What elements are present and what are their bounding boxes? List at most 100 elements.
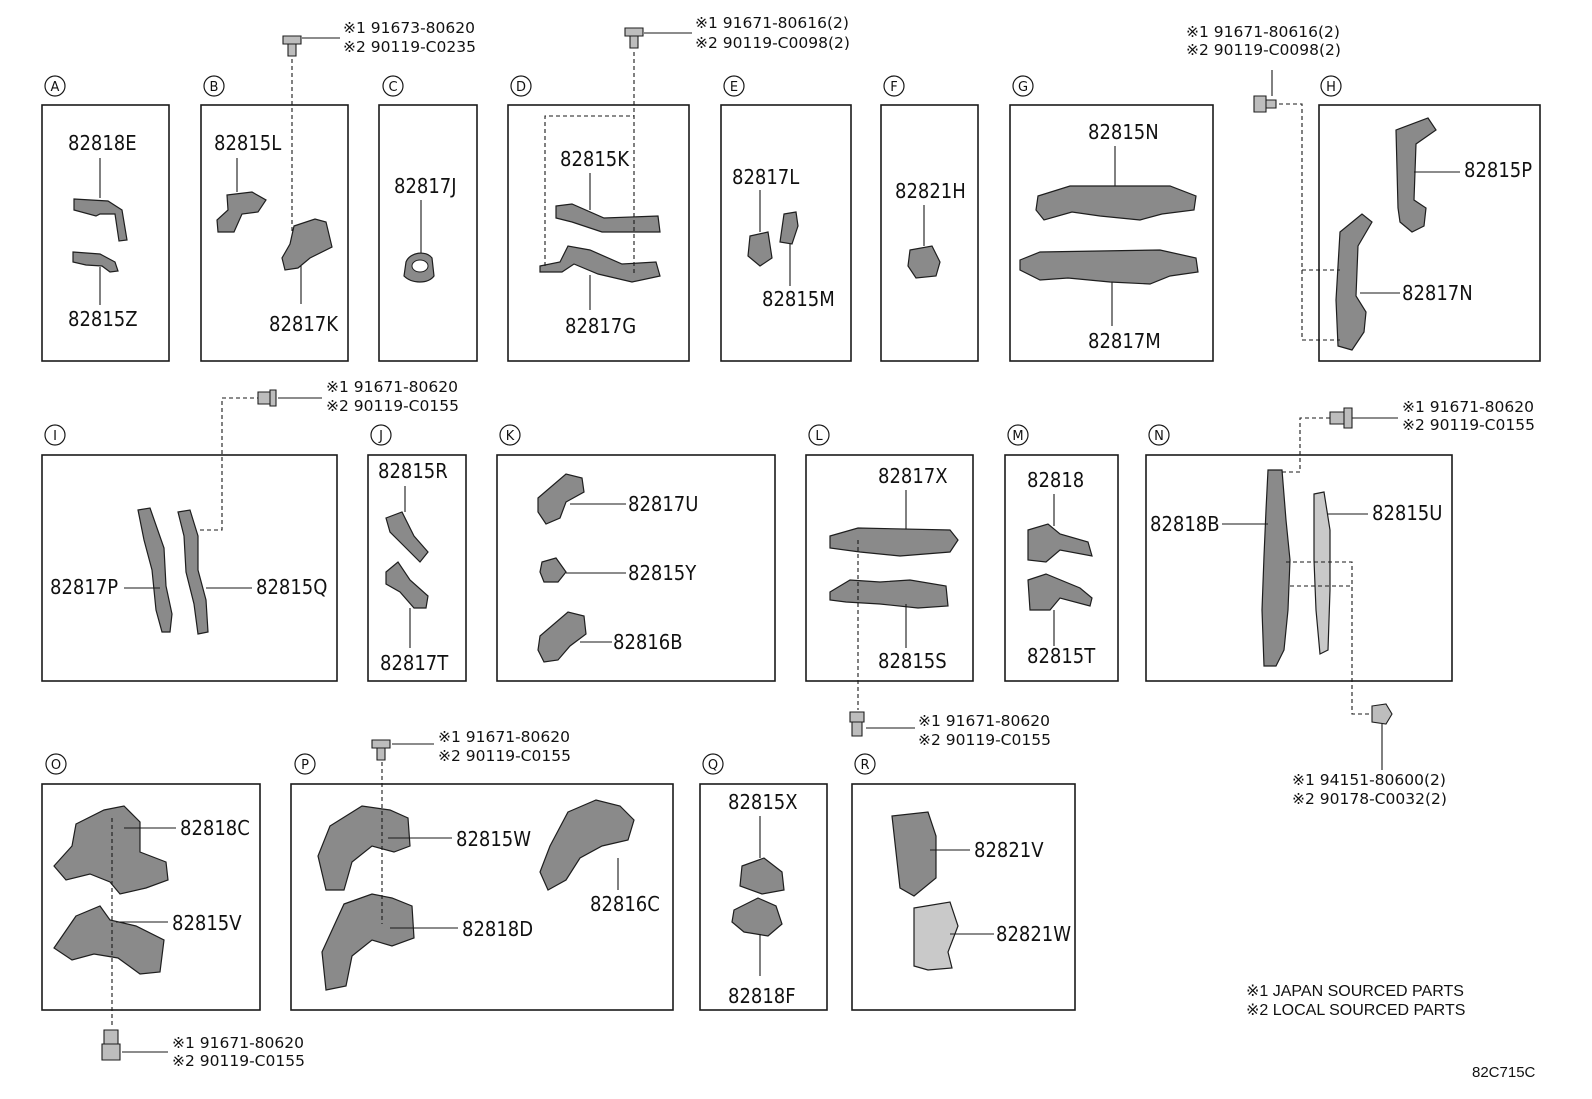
part-number-82815z: 82815Z (68, 307, 138, 331)
part-82815u-shape (1313, 491, 1331, 655)
section-box-r (851, 783, 1076, 1011)
svg-text:O: O (51, 758, 61, 773)
part-82817x-shape (829, 527, 959, 557)
bolt-icon (624, 27, 644, 49)
fastener-i-line2: ※2 90119-C0155 (326, 397, 459, 415)
part-number-82817m: 82817M (1088, 329, 1161, 353)
part-number-82815y: 82815Y (628, 561, 697, 585)
part-number-82816c: 82816C (590, 892, 660, 916)
part-82818d-shape (321, 893, 415, 991)
part-number-82815r: 82815R (378, 459, 448, 483)
section-a: 82818E 82815Z (68, 131, 138, 331)
part-number-82815x: 82815X (728, 790, 798, 814)
svg-text:E: E (730, 80, 738, 95)
part-number-82817u: 82817U (628, 492, 698, 516)
part-number-82815k: 82815K (560, 147, 630, 171)
section-labels: A B C D E F G H I J K L M N O P Q R (44, 75, 1342, 775)
section-label-g: G (1012, 75, 1034, 97)
part-82817n-shape (1335, 213, 1373, 351)
section-label-k: K (499, 424, 521, 446)
section-label-p: P (294, 753, 316, 775)
part-82815s-shape (829, 579, 949, 609)
section-box-f (880, 104, 979, 362)
fastener-n-bottom-line1: ※1 94151-80600(2) (1292, 771, 1446, 789)
section-label-r: R (854, 753, 876, 775)
fastener-p-line1: ※1 91671-80620 (438, 728, 570, 746)
section-m: 82818 82815T (1027, 468, 1096, 668)
bolt-icon (1329, 407, 1353, 429)
diagram-code: 82C715C (1472, 1064, 1536, 1081)
part-82816c-shape (539, 799, 635, 891)
fastener-l-line1: ※1 91671-80620 (918, 712, 1050, 730)
svg-text:C: C (388, 80, 397, 95)
svg-text:M: M (1012, 429, 1023, 444)
part-82821h-shape (907, 245, 941, 279)
fastener-d-line2: ※2 90119-C0098(2) (695, 34, 850, 52)
section-f: 82821H (895, 179, 966, 279)
svg-text:K: K (506, 429, 515, 444)
part-number-82818: 82818 (1027, 468, 1084, 492)
fastener-b-line1: ※1 91673-80620 (343, 19, 475, 37)
svg-text:P: P (301, 758, 309, 773)
part-82815p-shape (1395, 117, 1437, 233)
section-box-j (367, 454, 467, 682)
svg-text:H: H (1326, 80, 1336, 95)
part-82816b-shape (537, 611, 587, 663)
svg-text:A: A (51, 80, 60, 95)
svg-text:Q: Q (708, 758, 718, 773)
section-label-c: C (382, 75, 404, 97)
part-number-82815w: 82815W (456, 827, 531, 851)
part-number-82815q: 82815Q (256, 575, 327, 599)
part-number-82815l: 82815L (214, 131, 281, 155)
fastener-n-top-line1: ※1 91671-80620 (1402, 398, 1534, 416)
part-82815v-shape (53, 905, 165, 975)
fastener-h-line2: ※2 90119-C0098(2) (1186, 41, 1341, 59)
section-label-o: O (45, 753, 67, 775)
bolt-icon (849, 711, 865, 737)
bolt-icon (1253, 95, 1277, 113)
fastener-o-line1: ※1 91671-80620 (172, 1034, 304, 1052)
section-n: 82818B 82815U ※1 91671-80620 ※2 90119-C0… (1150, 398, 1535, 808)
svg-text:D: D (516, 80, 526, 95)
svg-text:B: B (210, 80, 219, 95)
section-label-j: J (370, 424, 392, 446)
section-label-e: E (723, 75, 745, 97)
part-number-82817n: 82817N (1402, 281, 1473, 305)
svg-text:I: I (53, 429, 57, 444)
section-label-n: N (1148, 424, 1170, 446)
part-82815w-shape (317, 805, 411, 891)
part-number-82817k: 82817K (269, 312, 339, 336)
part-82818f-shape (731, 897, 783, 937)
part-number-82817t: 82817T (380, 651, 449, 675)
part-number-82818f: 82818F (728, 984, 796, 1008)
part-number-82818e: 82818E (68, 131, 137, 155)
section-b: 82815L 82817K ※1 91673-80620 ※2 90119-C0… (214, 19, 476, 336)
section-r: 82821V 82821W (891, 811, 1071, 971)
section-label-l: L (808, 424, 830, 446)
section-label-q: Q (702, 753, 724, 775)
part-number-82815n: 82815N (1088, 120, 1159, 144)
section-l: 82817X 82815S ※1 91671-80620 ※2 90119-C0… (829, 464, 1051, 749)
part-82815q-shape (177, 509, 209, 635)
fastener-d-line1: ※1 91671-80616(2) (695, 14, 849, 32)
part-number-82817p: 82817P (50, 575, 118, 599)
section-box-d (507, 104, 690, 362)
fastener-l-line2: ※2 90119-C0155 (918, 731, 1051, 749)
bolt-icon (257, 389, 277, 407)
part-number-82815p: 82815P (1464, 158, 1532, 182)
part-number-82817x: 82817X (878, 464, 948, 488)
part-number-82816b: 82816B (613, 630, 683, 654)
legend: ※1 JAPAN SOURCED PARTS ※2 LOCAL SOURCED … (1246, 983, 1465, 1019)
part-82818b-shape (1261, 469, 1291, 667)
section-label-i: I (44, 424, 66, 446)
svg-text:F: F (890, 80, 897, 95)
section-label-a: A (44, 75, 66, 97)
svg-text:G: G (1018, 80, 1028, 95)
section-k: 82817U 82815Y 82816B (537, 473, 698, 663)
part-82821v-shape (891, 811, 937, 897)
nut-icon (1371, 703, 1393, 725)
part-82817g-shape (539, 245, 661, 283)
fastener-o-line2: ※2 90119-C0155 (172, 1052, 305, 1070)
part-82817p-shape (137, 507, 173, 633)
fastener-p-line2: ※2 90119-C0155 (438, 747, 571, 765)
